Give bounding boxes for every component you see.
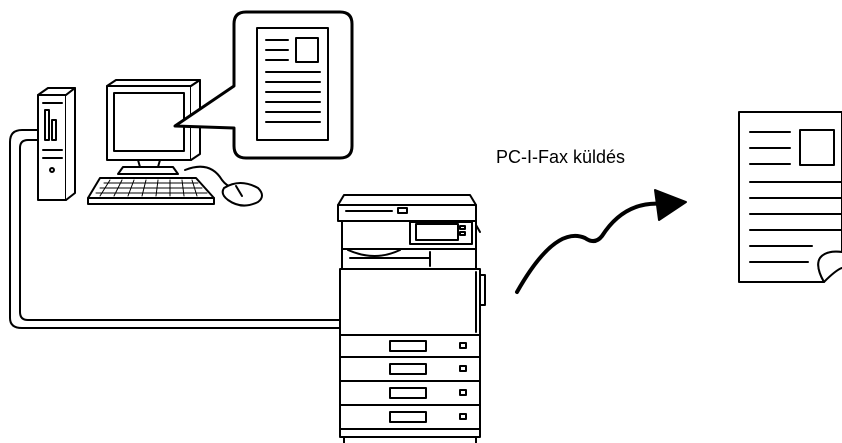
pc-i-fax-send-label: PC-I-Fax küldés	[496, 147, 625, 168]
lightning-arrow-icon	[517, 190, 686, 292]
document-callout-icon	[175, 12, 352, 158]
received-document-icon	[739, 112, 842, 282]
mfp-printer-icon	[338, 195, 485, 443]
